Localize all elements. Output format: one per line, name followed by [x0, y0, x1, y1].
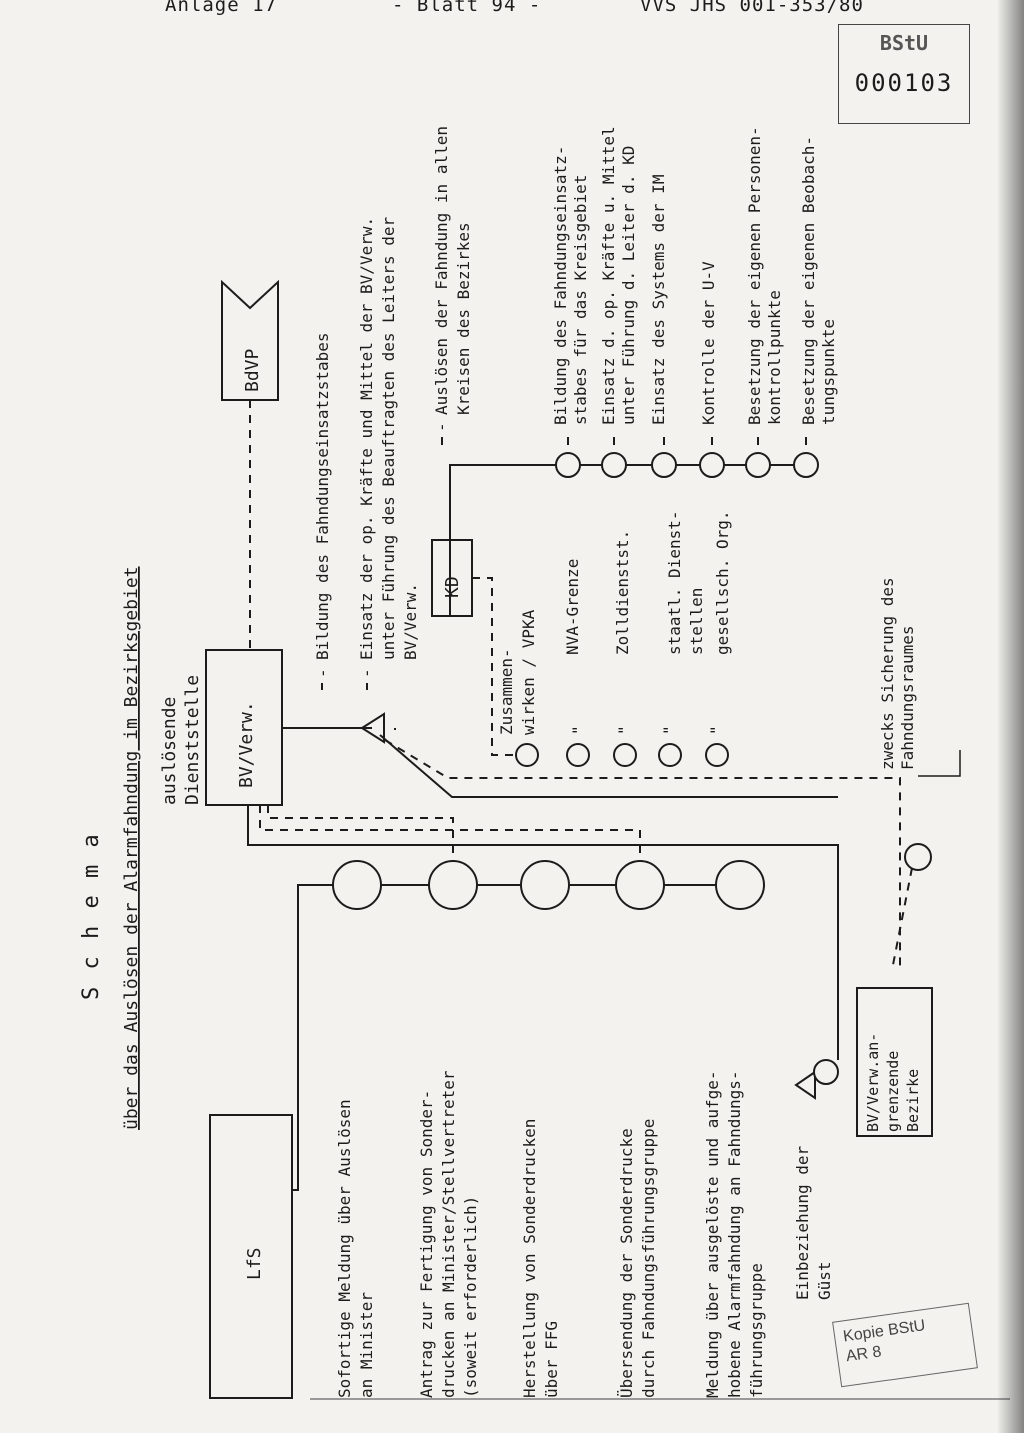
scan-edge-line [310, 1398, 1010, 1400]
kd-task-1-line-2: stabes für das Kreisgebiet [571, 175, 590, 425]
step-5-line-2: hobene Alarmfahndung an Fahndungs- [725, 1070, 744, 1398]
step-5-line-1: Meldung über ausgelöste und aufge- [703, 1070, 722, 1398]
step-node-5 [715, 860, 765, 910]
step-4-line-1: Übersendung der Sonderdrucke [617, 1128, 636, 1398]
bv-task-1: Bildung des Fahndungseinsatzstabes [313, 332, 332, 660]
bv-task-2-line-1: Einsatz der op. Kräfte und Mittel der BV… [357, 217, 376, 660]
coop-ditto-3: " [660, 725, 679, 735]
coop-header-line-1: Zusammen- [497, 648, 516, 735]
kd-task-5-line-1: Besetzung der eigenen Personen- [745, 126, 764, 425]
bv-task-dash-2: - [357, 668, 376, 678]
kd-task-2-line-2: unter Führung d. Leiter d. KD [619, 146, 638, 425]
coop-item-staatl-line-1: staatl. Dienst- [665, 511, 684, 656]
bv-neighbour-box [856, 987, 933, 1137]
step-6-line-1: Einbeziehung der [793, 1146, 812, 1300]
kd-task-4: Kontrolle der U-V [699, 261, 718, 425]
coop-item-nva: NVA-Grenze [563, 559, 582, 655]
step-node-3 [520, 860, 570, 910]
bv-task-dash-1: - [313, 668, 332, 678]
guest-triangle [794, 1070, 816, 1100]
bdvp-box [221, 279, 279, 401]
step-5-line-3: führungsgruppe [747, 1263, 766, 1398]
purpose-note-line-2: Fahndungsraumes [898, 626, 917, 771]
kd-label: KD [442, 576, 463, 598]
kd-node-3 [651, 452, 677, 478]
kd-node-2 [601, 452, 627, 478]
step-6-line-2: Güst [815, 1261, 834, 1300]
coop-node-nva [566, 743, 590, 767]
appendix-label: Anlage 17 [165, 0, 277, 16]
step-2-line-3: (soweit erforderlich) [461, 1196, 480, 1398]
step-1-line-1: Sofortige Meldung über Auslösen [335, 1099, 354, 1398]
step-node-6 [813, 1059, 839, 1085]
diagram-subtitle: über das Auslösen der Alarmfahndung im B… [121, 566, 142, 1130]
bv-task-dash-3: - [432, 422, 451, 432]
step-node-2 [428, 860, 478, 910]
kd-node-1 [555, 452, 581, 478]
coop-item-zoll: Zolldienstst. [613, 530, 632, 655]
kd-node-4 [699, 452, 725, 478]
bv-neighbour-label-1: BV/Verw.an- [864, 1033, 882, 1132]
purpose-note-line-1: zwecks Sicherung des [878, 577, 897, 770]
step-3-line-2: über FFG [542, 1321, 561, 1398]
coop-ditto-4: " [707, 725, 726, 735]
archive-stamp: BStU 000103 [838, 24, 970, 124]
dashed-lines [249, 400, 913, 971]
bv-task-3-line-1: Auslösen der Fahndung in allen [432, 126, 451, 415]
lfs-label: LfS [244, 1247, 265, 1280]
kd-node-5 [745, 452, 771, 478]
archive-stamp-number: 000103 [854, 69, 954, 97]
step-2-line-2: drucken an Minister/Stellvertreter [439, 1070, 458, 1398]
bv-task-2-line-2: unter Führung des Beauftragten des Leite… [379, 217, 398, 660]
bv-task-2-line-3: BV/Verw. [401, 583, 420, 660]
kd-task-3: Einsatz des Systems der IM [649, 175, 668, 425]
coop-ditto-2: " [615, 725, 634, 735]
sheet-number: - Blatt 94 - [392, 0, 542, 16]
step-node-1 [332, 860, 382, 910]
bdvp-label: BdVP [242, 348, 263, 392]
bv-task-3-line-2: Kreisen des Bezirkes [454, 222, 473, 415]
frame-bracket [918, 750, 961, 777]
coop-node-staatl [658, 743, 682, 767]
scan-shadow-edge [998, 0, 1024, 1433]
neighbour-node [904, 843, 932, 871]
kd-task-2-line-1: Einsatz d. op. Kräfte u. Mittel [599, 126, 618, 425]
coop-node-zoll [613, 743, 637, 767]
connector-lines [247, 464, 839, 1191]
coop-node-gesellsch [705, 743, 729, 767]
bv-label: BV/Verw. [236, 701, 257, 788]
coop-ditto-1: " [569, 725, 588, 735]
bv-caption-2: Dienststelle [182, 675, 203, 805]
step-2-line-1: Antrag zur Fertigung von Sonder- [417, 1090, 436, 1398]
step-node-4 [615, 860, 665, 910]
kd-task-1-line-1: Bildung des Fahndungseinsatz- [551, 146, 570, 425]
kd-node-6 [793, 452, 819, 478]
bv-junction-triangle [360, 712, 385, 744]
coop-header-line-2: wirken / VPKA [519, 609, 538, 735]
step-3-line-1: Herstellung von Sonderdrucken [520, 1119, 539, 1398]
bv-neighbour-label-2: grenzende [884, 1051, 902, 1132]
diagram-title: S c h e m a [79, 832, 104, 1000]
kd-task-6-line-1: Besetzung der eigenen Beobach- [799, 136, 818, 425]
step-4-line-2: durch Fahndungsführungsgruppe [639, 1119, 658, 1398]
coop-item-staatl-line-2: stellen [687, 588, 706, 655]
coop-item-gesellsch: gesellsch. Org. [713, 511, 732, 656]
classification-number: VVS JHS 001-353/80 [640, 0, 864, 16]
coop-node-vpka [515, 743, 539, 767]
archive-stamp-org: BStU [879, 31, 929, 55]
bv-neighbour-label-3: Bezirke [904, 1069, 922, 1132]
bv-caption-1: auslösende [159, 697, 180, 805]
kd-task-6-line-2: tungspunkte [819, 319, 838, 425]
lfs-box [209, 1114, 293, 1399]
kd-task-5-line-2: kontrollpunkte [765, 290, 784, 425]
step-1-line-2: an Minister [357, 1292, 376, 1398]
